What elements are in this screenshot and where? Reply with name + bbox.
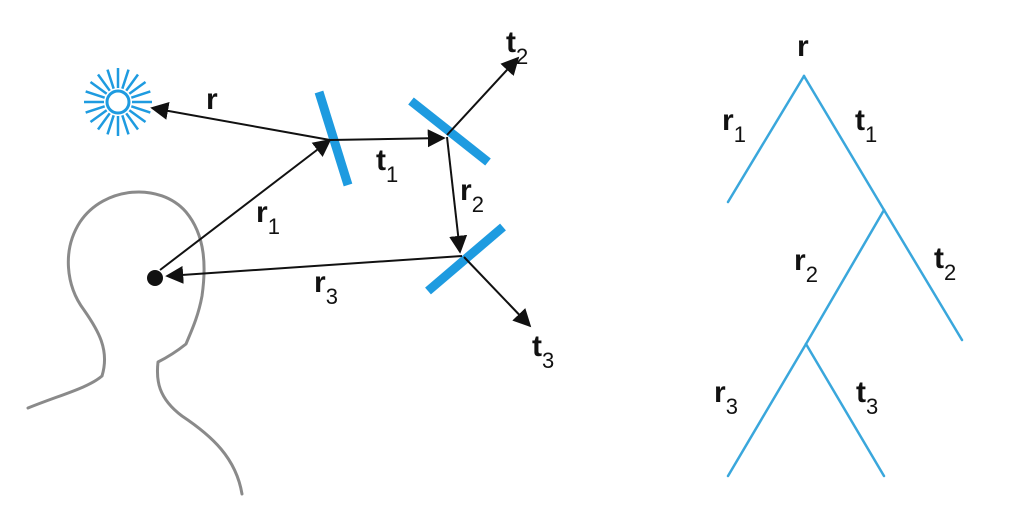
sun-ray — [85, 105, 106, 114]
ray-r — [150, 102, 331, 141]
tree-edge-r1 — [726, 74, 806, 204]
tree-edge-r3 — [726, 342, 808, 478]
sun-ray — [121, 69, 130, 90]
sun-ray — [85, 90, 106, 99]
surface-1 — [314, 90, 353, 187]
sun-ray — [89, 81, 108, 95]
tree-edge-r2 — [804, 208, 886, 346]
sun-ray — [106, 69, 115, 90]
head-silhouette-icon — [26, 190, 244, 496]
label-ray-r3: r3 — [314, 266, 338, 309]
ray-t2 — [446, 56, 520, 136]
label-ray-r1: r1 — [256, 196, 280, 239]
sun-ray — [128, 81, 147, 95]
sun-core — [105, 89, 131, 115]
sun-ray — [89, 109, 108, 123]
tree-label-t1: t1 — [855, 104, 877, 147]
sun-ray — [128, 109, 147, 123]
sun-ray — [125, 73, 139, 92]
label-ray-t3: t3 — [532, 330, 554, 373]
label-ray-t1: t1 — [376, 144, 398, 187]
tree-edge-t2 — [882, 208, 964, 342]
label-ray-t2: t2 — [506, 26, 528, 69]
tree-label-r3: r3 — [714, 376, 738, 419]
tree-label-t2: t2 — [934, 242, 956, 285]
ray-r2 — [446, 136, 468, 254]
sun-ray — [130, 105, 151, 114]
sun-ray — [125, 112, 139, 131]
eye-dot — [147, 270, 163, 286]
tree-edge-t3 — [804, 342, 886, 478]
tree-edge-t1 — [802, 74, 886, 212]
ray-tree — [726, 74, 964, 478]
sun-ray — [106, 114, 115, 135]
tree-label-r2: r2 — [794, 244, 818, 287]
label-ray-r2: r2 — [460, 174, 484, 217]
tree-label-r1: r1 — [722, 104, 746, 147]
label-ray-r: r — [206, 83, 218, 116]
sun-ray — [97, 73, 111, 92]
sun-ray — [97, 112, 111, 131]
sun-ray — [130, 90, 151, 99]
ray-t3 — [463, 256, 532, 328]
tree-label-root: r — [797, 30, 809, 63]
ray-r3 — [165, 255, 463, 284]
sun-ray — [121, 114, 130, 135]
ray-t1 — [329, 129, 446, 148]
sun-icon — [84, 68, 152, 136]
tree-label-t3: t3 — [856, 376, 878, 419]
ray-r1 — [159, 138, 332, 271]
rays — [150, 56, 532, 328]
